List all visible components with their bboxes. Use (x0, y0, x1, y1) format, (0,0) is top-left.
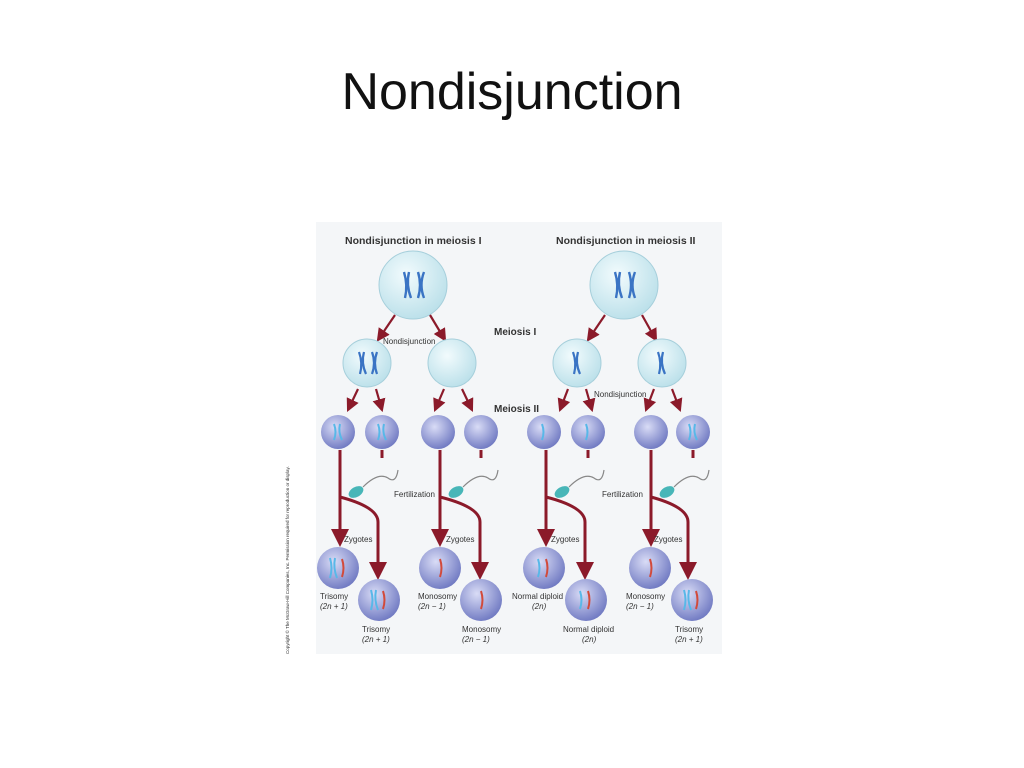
result-name: Trisomy (320, 592, 348, 601)
meiosis1-cell-d (637, 338, 687, 388)
chromosome-pair-icon (416, 271, 426, 299)
result-name: Normal diploid (563, 625, 614, 634)
zygotes-label: Zygotes (344, 535, 372, 544)
arrow (461, 388, 474, 412)
result-formula: (2n + 1) (675, 635, 703, 644)
nondisjunction-label-meiosis-1: Nondisjunction (383, 337, 435, 346)
arrow (429, 314, 447, 342)
zygote (523, 547, 565, 589)
heading-meiosis-2: Nondisjunction in meiosis II (556, 235, 696, 247)
parent-cell-left (378, 250, 448, 320)
result-name: Trisomy (362, 625, 390, 634)
chromosome-pair-icon (402, 271, 413, 299)
zygote (317, 547, 359, 589)
nondisjunction-label-meiosis-2: Nondisjunction (594, 390, 646, 399)
parent-cell-right (589, 250, 659, 320)
arrow (643, 388, 657, 413)
result-formula: (2n) (582, 635, 597, 644)
arrow (439, 495, 489, 580)
result-formula: (2n − 1) (626, 602, 654, 611)
gamete (527, 415, 561, 449)
arrow (669, 388, 683, 413)
sperm-icon (448, 469, 499, 498)
stage-label-meiosis-1: Meiosis I (494, 327, 536, 338)
chromosome-pair-icon (627, 271, 637, 299)
chromosome-pair-icon (613, 271, 624, 299)
gamete-empty (634, 415, 668, 449)
gamete-empty (421, 415, 455, 449)
result-formula: (2n + 1) (320, 602, 348, 611)
arrow (641, 314, 658, 342)
arrow (376, 314, 396, 342)
arrow (433, 388, 446, 413)
arrow (582, 388, 596, 413)
zygote (629, 547, 671, 589)
arrow (557, 388, 571, 413)
arrow (650, 495, 697, 580)
zygote (460, 579, 502, 621)
fertilization-label-right: Fertilization (602, 490, 643, 499)
arrow (586, 314, 606, 342)
arrow (346, 388, 359, 412)
zygotes-label: Zygotes (551, 535, 579, 544)
sperm-icon (348, 469, 399, 498)
result-formula: (2n − 1) (462, 635, 490, 644)
result-name: Monosomy (462, 625, 501, 634)
arrow (372, 388, 386, 413)
zygotes-label: Zygotes (446, 535, 474, 544)
zygote (419, 547, 461, 589)
arrow (339, 495, 387, 580)
stage-label-meiosis-2: Meiosis II (494, 404, 539, 415)
copyright-credit: Copyright © The McGraw-Hill Companies, I… (284, 466, 290, 654)
heading-meiosis-1: Nondisjunction in meiosis I (345, 235, 482, 247)
diagram-canvas: Copyright © The McGraw-Hill Companies, I… (284, 222, 722, 654)
slide-title: Nondisjunction (341, 63, 683, 121)
zygote (671, 579, 713, 621)
result-formula: (2n − 1) (418, 602, 446, 611)
meiosis1-cell-empty (427, 338, 477, 388)
fertilization-label-left: Fertilization (394, 490, 435, 499)
gamete (676, 415, 710, 449)
meiosis1-cell-c (552, 338, 602, 388)
zygote (358, 579, 400, 621)
sperm-icon (659, 469, 710, 498)
result-name: Monosomy (418, 592, 457, 601)
result-name: Trisomy (675, 625, 703, 634)
meiosis1-cell-a (342, 338, 392, 388)
nondisjunction-figure: Copyright © The McGraw-Hill Companies, I… (278, 222, 722, 659)
sperm-icon (554, 469, 605, 498)
result-formula: (2n) (532, 602, 547, 611)
zygotes-label: Zygotes (654, 535, 682, 544)
gamete (321, 415, 355, 449)
gamete (365, 415, 399, 449)
gamete (571, 415, 605, 449)
gamete-empty (464, 415, 498, 449)
result-name: Normal diploid (512, 592, 563, 601)
result-name: Monosomy (626, 592, 665, 601)
zygote (565, 579, 607, 621)
gamete-row (321, 415, 710, 449)
result-formula: (2n + 1) (362, 635, 390, 644)
arrow (545, 495, 594, 580)
